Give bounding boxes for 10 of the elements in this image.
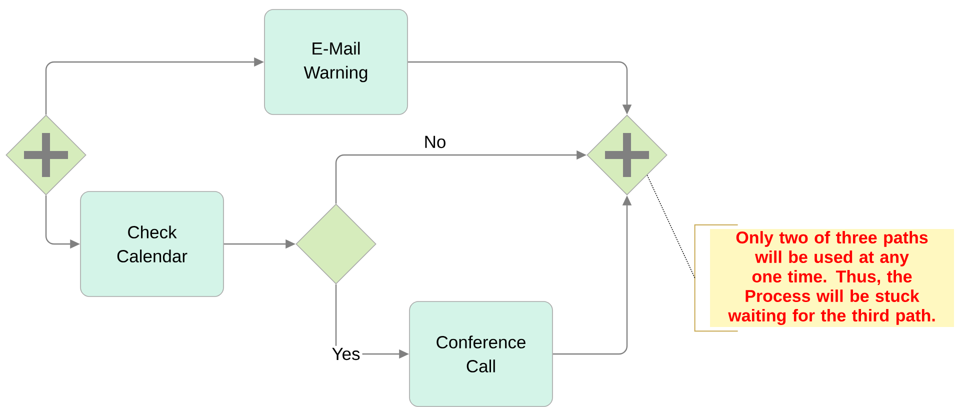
- parallel-gateway: [6, 114, 86, 196]
- gateway-diamond: [296, 204, 376, 284]
- task-box: E-Mail Warning: [264, 9, 408, 115]
- task-box: Check Calendar: [80, 191, 224, 297]
- edge-label: No: [422, 134, 448, 150]
- parallel-gateway: [586, 114, 668, 196]
- edge-label: Yes: [330, 346, 362, 362]
- leader-line: [646, 174, 696, 278]
- task-box: Conference Call: [409, 301, 553, 407]
- annotation-note: Only two of three paths will be used at any one time. Thus, the Process will be stuck waiting for the third path.: [694, 224, 954, 332]
